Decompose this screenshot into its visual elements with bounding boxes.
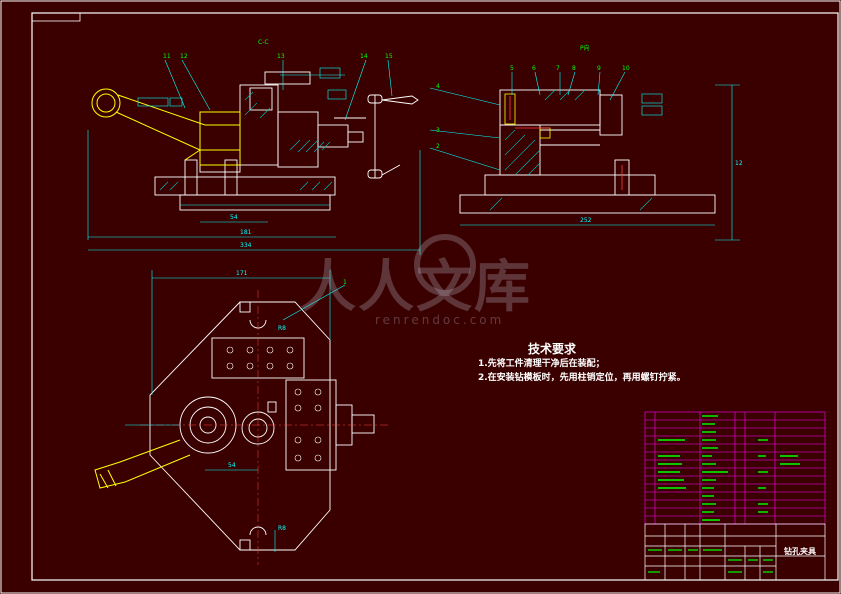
dim-181: 181 [240,229,252,236]
callout-15: 15 [385,53,393,60]
title-block [644,523,826,581]
watermark-url: renrendoc.com [375,313,505,327]
tech-requirement-2: 2.在安装钻模板时，先用柱销定位，再用螺钉拧紧。 [478,373,686,383]
tech-requirement-1: 1.先将工件清理干净后在装配； [478,359,605,369]
dimension-labels: 181 334 54 252 171 54 R8 R8 12 [228,160,743,532]
view-labels: C-C P向 [258,39,590,52]
side-view [459,89,716,214]
callout-13: 13 [277,53,285,60]
callout-5: 5 [510,65,514,72]
handle-arm [91,88,241,166]
callout-8: 8 [572,65,576,72]
title-block-text-marks [648,549,773,573]
watermark-text: 人人文库 [300,254,532,320]
dim-r8-bottom: R8 [278,525,286,532]
dim-r8-top: R8 [278,325,286,332]
callout-9: 9 [597,65,601,72]
watermark-logo [414,234,476,296]
parts-list [644,411,826,525]
dim-54-plan: 54 [228,462,236,469]
plan-handle [94,439,191,489]
callout-3: 3 [436,127,440,134]
front-dimension-lines [87,59,421,255]
dim-252: 252 [580,217,592,224]
callout-12: 12 [180,53,188,60]
callout-labels: 11 12 13 14 15 5 6 7 8 9 10 4 3 2 1 [163,53,630,286]
drawing-title: 钻孔夹具 [784,547,816,556]
side-hatching [489,89,653,211]
callout-7: 7 [556,65,560,72]
callout-11: 11 [163,53,171,60]
side-highlight [504,93,551,139]
callout-14: 14 [360,53,368,60]
callout-2: 2 [436,143,440,150]
front-section-view [154,71,419,211]
callout-10: 10 [622,65,630,72]
plan-bolt-holes [226,346,322,462]
plan-centerlines [140,290,390,565]
dim-171: 171 [236,270,248,277]
tech-requirements-title: 技术要求 [528,342,577,356]
plan-dimension-lines [125,270,346,552]
callout-4: 4 [436,83,440,90]
dim-12: 12 [735,160,743,167]
side-red-parts [509,96,623,190]
side-dimension-lines [429,71,740,241]
dim-334: 334 [240,242,252,249]
inner-frame [31,12,839,581]
callout-6: 6 [532,65,536,72]
view-label: P向 [580,44,590,52]
corner-label-box [31,12,81,22]
front-hatching [159,91,333,191]
section-label: C-C [258,39,269,46]
dim-54-front: 54 [230,214,238,221]
callout-1: 1 [343,279,347,286]
parts-list-entries [658,415,800,521]
plan-view [149,301,375,551]
